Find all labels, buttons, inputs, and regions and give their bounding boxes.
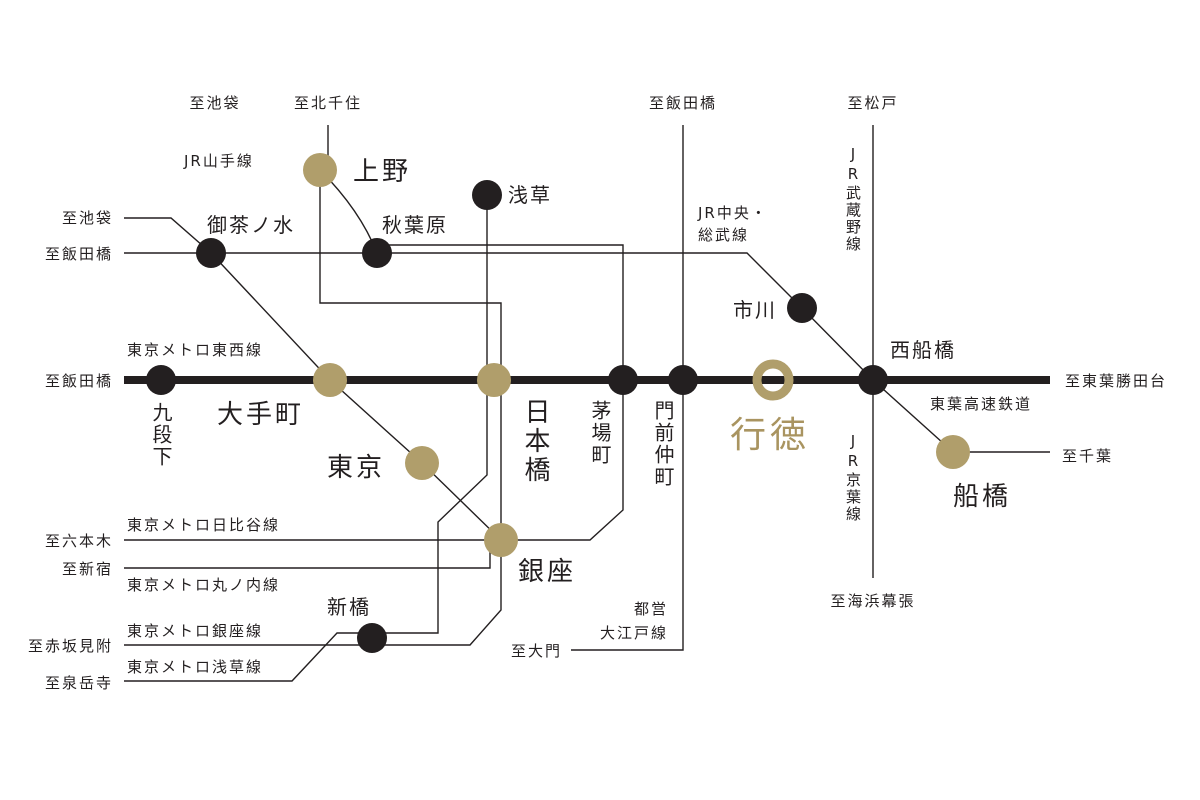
station-label-funabashi: 船橋 (953, 482, 1011, 512)
line-label: 東京メトロ丸ノ内線 (127, 576, 280, 594)
station-tokyo-marker[interactable] (405, 446, 439, 480)
station-label-kudanshita: 九段下 (149, 402, 173, 468)
station-label-kayabacho: 茅場町 (588, 400, 612, 466)
station-label-otemachi: 大手町 (217, 400, 304, 430)
line-labels: JR山手線 JR中央・ 総武線 JR武蔵野線 JR京葉線 東京メトロ東西線 東京… (127, 145, 1032, 676)
direction-label: 至新宿 (62, 560, 113, 578)
line-label: JR京葉線 (844, 432, 862, 523)
station-ichikawa-marker[interactable] (787, 293, 817, 323)
direction-label: 至飯田橋 (45, 245, 113, 263)
station-markers (146, 153, 970, 653)
station-label-ochanomizu: 御茶ノ水 (207, 213, 295, 237)
station-label-ichikawa: 市川 (733, 298, 777, 322)
station-nihombashi-marker[interactable] (477, 363, 511, 397)
line-label: 東京メトロ浅草線 (127, 658, 263, 676)
oedo-line (571, 125, 684, 651)
station-label-akihabara: 秋葉原 (382, 213, 448, 237)
direction-label: 至池袋 (189, 94, 240, 112)
line-label: 東京メトロ銀座線 (127, 622, 263, 640)
direction-label: 至千葉 (1062, 447, 1113, 465)
station-label-ueno: 上野 (353, 157, 411, 187)
station-akihabara-marker[interactable] (362, 238, 392, 268)
direction-label: 至大門 (511, 642, 562, 660)
direction-label: 至東葉勝田台 (1065, 372, 1167, 390)
line-label: JR中央・ (697, 204, 768, 222)
direction-label: 至赤坂見附 (28, 637, 113, 655)
station-ginza-marker[interactable] (484, 523, 518, 557)
station-label-nishifunabashi: 西船橋 (890, 338, 956, 362)
direction-labels: 至池袋 至北千住 至飯田橋 至松戸 至池袋 至飯田橋 至飯田橋 至六本木 至新宿… (28, 94, 1167, 692)
station-shimbashi-marker[interactable] (357, 623, 387, 653)
line-label: JR武蔵野線 (844, 145, 862, 253)
station-monzennakacho-marker[interactable] (668, 365, 698, 395)
station-nishifunabashi-marker[interactable] (858, 365, 888, 395)
station-label-gyotoku: 行徳 (730, 415, 810, 456)
station-label-tokyo: 東京 (327, 453, 385, 483)
station-labels: 上野 浅草 御茶ノ水 秋葉原 市川 西船橋 九段下 大手町 日本橋 茅場町 門前… (149, 157, 1011, 619)
direction-label: 至池袋 (62, 209, 113, 227)
line-label: JR山手線 (183, 152, 254, 170)
station-otemachi-marker[interactable] (313, 363, 347, 397)
station-ueno-marker[interactable] (303, 153, 337, 187)
direction-label: 至松戸 (847, 94, 898, 112)
line-label: 東京メトロ日比谷線 (127, 516, 280, 534)
ginza-line (124, 170, 502, 646)
station-label-shimbashi: 新橋 (327, 595, 371, 619)
direction-label: 至海浜幕張 (830, 592, 915, 610)
station-funabashi-marker[interactable] (936, 435, 970, 469)
direction-label: 至北千住 (294, 94, 362, 112)
line-label: 総武線 (698, 226, 749, 244)
line-label: 都営 (634, 600, 668, 618)
asakusa-line (124, 195, 488, 682)
direction-label: 至泉岳寺 (45, 674, 113, 692)
station-ochanomizu-marker[interactable] (196, 238, 226, 268)
station-asakusa-marker[interactable] (472, 180, 502, 210)
station-kayabacho-marker[interactable] (608, 365, 638, 395)
station-label-ginza: 銀座 (518, 557, 576, 587)
station-gyotoku-marker[interactable] (752, 359, 794, 401)
line-label: 東京メトロ東西線 (127, 341, 263, 359)
station-label-monzennakacho: 門前仲町 (651, 400, 675, 488)
line-label: 大江戸線 (600, 624, 668, 642)
line-label: 東葉高速鉄道 (930, 395, 1032, 413)
direction-label: 至飯田橋 (45, 372, 113, 390)
station-label-nihombashi: 日本橋 (520, 398, 550, 485)
station-kudanshita-marker[interactable] (146, 365, 176, 395)
station-label-asakusa: 浅草 (508, 183, 552, 207)
direction-label: 至飯田橋 (649, 94, 717, 112)
direction-label: 至六本木 (45, 532, 113, 550)
rail-lines (124, 125, 1050, 682)
